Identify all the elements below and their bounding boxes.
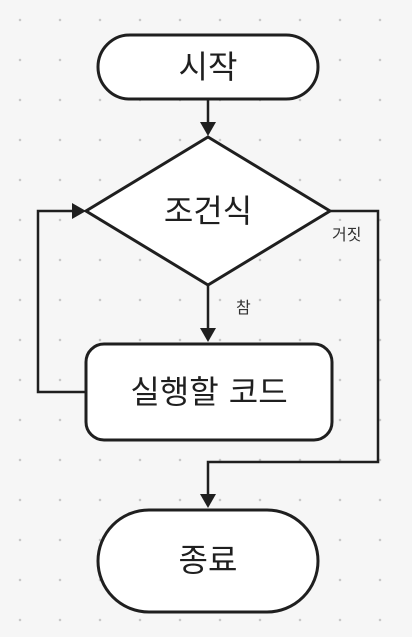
end-node-label: 종료 — [179, 541, 238, 579]
edge-label-false: 거짓 — [332, 225, 361, 244]
condition-node: 조건식 — [83, 135, 333, 287]
start-node: 시작 — [96, 33, 320, 101]
edge-label-true: 참 — [236, 298, 251, 317]
edge-condition-to-end — [206, 209, 380, 494]
process-node: 실행할 코드 — [84, 342, 334, 442]
edges — [36, 100, 380, 508]
condition-decision-shape — [83, 135, 333, 287]
arrowhead-condition-to-process — [200, 328, 216, 342]
start-node-label: 시작 — [179, 48, 238, 86]
condition-node-label: 조건식 — [164, 192, 252, 230]
arrowhead-start-to-condition — [200, 122, 216, 136]
false-label-background — [330, 221, 372, 245]
start-terminal-shape — [96, 33, 320, 101]
process-node-label: 실행할 코드 — [130, 373, 287, 411]
edge-process-loop-to-condition — [36, 209, 86, 394]
end-terminal-shape — [96, 508, 320, 614]
end-node: 종료 — [96, 508, 320, 614]
arrowhead-loop-to-condition — [72, 203, 86, 219]
process-shape — [84, 342, 334, 442]
arrowhead-condition-to-end — [200, 494, 216, 508]
